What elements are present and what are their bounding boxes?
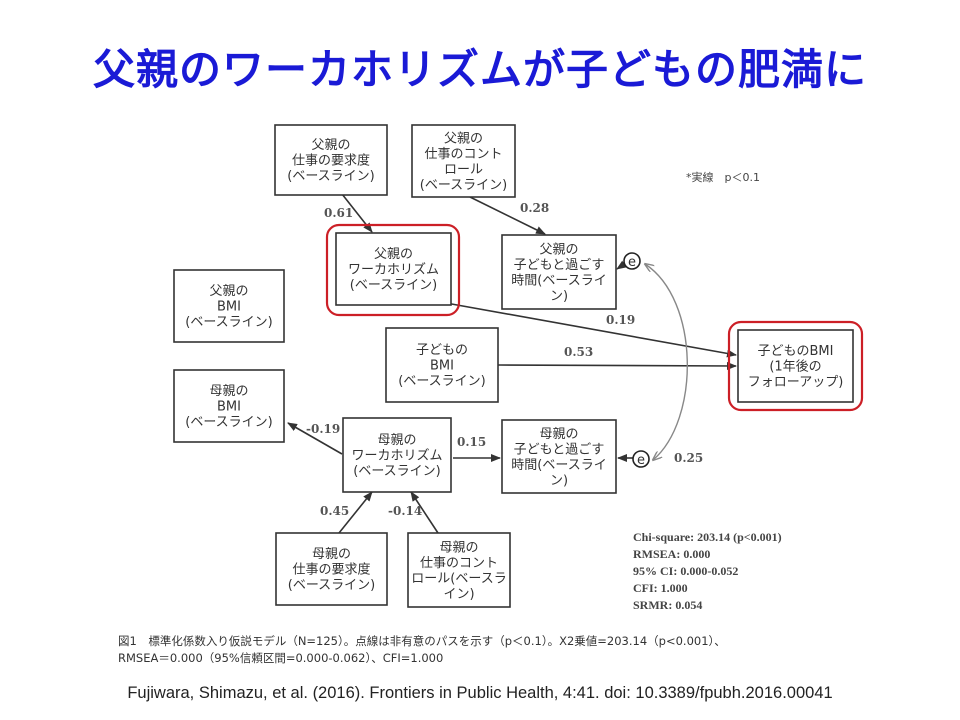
error-label: e [628,255,636,270]
coef-father-workaholism: 0.19 [606,313,635,327]
node-label-line: 母親の [539,427,578,442]
node-label-line: (ベースライン) [185,315,273,330]
error-mother-time: e [632,450,650,468]
node-label-line: ン) [550,473,568,488]
error-label: e [637,453,645,468]
node-label-line: 仕事の要求度 [292,153,370,169]
node-label-line: (ベースライン) [185,415,273,430]
node-label-line: (ベースライン) [287,169,375,184]
path-child-bmi-base-to-follow [497,361,737,370]
coef-mother-control: -0.14 [388,504,422,518]
node-label-line: 仕事のコント [424,147,502,162]
node-label-line: ロール(ベースラ [411,571,506,586]
fit-cfi: CFI: 1.000 [633,581,688,595]
node-label-line: (ベースライン) [420,178,508,193]
node-label-line: ン) [550,289,568,304]
node-label-line: 父親の [539,242,578,257]
node-label-line: ロール [444,162,483,177]
node-label-line: ワーカホリズム [348,262,439,278]
highlight-father-workaholism [325,223,461,317]
node-box [275,532,388,606]
error-father-time: e [623,252,641,270]
path-mother-control-to-workaholism [410,491,439,534]
path-father-workaholism-to-child-bmi [445,302,737,358]
node-father-workaholism: 父親のワーカホリズム(ベースライン) [335,232,452,306]
fit-statistics: Chi-square: 203.14 (p<0.001) RMSEA: 0.00… [633,530,782,612]
coef-mother-time: 0.15 [457,435,486,449]
node-label-line: (1年後の [769,360,821,375]
node-label-line: BMI [217,300,241,315]
node-box [385,327,499,403]
nodes-layer: 父親の仕事の要求度(ベースライン)父親の仕事のコントロール(ベースライン)父親の… [173,124,854,608]
coef-father-control: 0.28 [520,201,549,215]
node-label-line: フォローアップ) [748,375,844,390]
slide-title: 父親のワーカホリズムが子どもの肥満に [92,45,867,94]
node-box [173,369,285,443]
fit-chi-square: Chi-square: 203.14 (p<0.001) [633,530,782,544]
node-label-line: 父親の [374,247,413,262]
caption-line-1: 図1 標準化係数入り仮説モデル（N=125）。点線は非有意のパスを示す（p＜0.… [118,634,726,648]
node-label-line: 時間(ベースライ [511,458,606,473]
node-label-line: 父親の [444,131,483,146]
node-label-line: 子どもと過ごす [514,441,605,457]
coef-child-bmi-base: 0.53 [564,345,593,359]
node-label-line: 子どもと過ごす [514,257,605,273]
node-label-line: 父親の [209,284,248,299]
fit-srmr: SRMR: 0.054 [633,598,702,612]
path-father-control-to-time [469,196,546,235]
node-label-line: (ベースライン) [288,578,376,593]
node-label-line: 仕事のコント [420,556,498,571]
node-label-line: (ベースライン) [353,464,441,479]
coef-mother-bmi: -0.19 [306,422,340,436]
caption-line-2: RMSEA＝0.000（95%信頼区間=0.000-0.062）、CFI=1.0… [118,651,444,665]
node-box [407,532,511,608]
node-label-line: 母親の [377,433,416,448]
node-box [501,234,617,310]
node-box [342,417,452,493]
node-label-line: ワーカホリズム [351,448,442,464]
node-label-line: 母親の [209,384,248,399]
fit-rmsea: RMSEA: 0.000 [633,547,710,561]
path-mother-demand-to-workaholism [338,491,373,534]
node-box [737,329,854,403]
node-label-line: 時間(ベースライ [511,273,606,288]
node-label-line: BMI [430,359,454,374]
node-label-line: 父親の [311,138,350,153]
node-box [501,419,617,494]
fit-ci: 95% CI: 0.000-0.052 [633,564,738,578]
figure-caption: 図1 標準化係数入り仮説モデル（N=125）。点線は非有意のパスを示す（p＜0.… [118,633,726,667]
node-box [335,232,452,306]
citation: Fujiwara, Shimazu, et al. (2016). Fronti… [127,684,833,702]
node-label-line: 子どもの [416,343,468,358]
highlight-child-bmi-follow [727,320,864,412]
path-mother-workaholism-to-mother-bmi [287,422,343,455]
coef-father-demand: 0.61 [324,206,353,220]
node-label-line: 子どものBMI [758,344,834,359]
node-box [274,124,388,196]
node-label-line: 母親の [439,540,478,555]
node-child-bmi-base: 子どものBMI(ベースライン) [385,327,499,403]
coef-covariance: 0.25 [674,451,703,465]
node-label-line: 母親の [312,547,351,562]
node-box [411,124,516,198]
significance-note: *実線 p＜0.1 [686,170,760,184]
node-label-line: 仕事の要求度 [292,562,370,578]
node-label-line: (ベースライン) [350,278,438,293]
node-label-line: (ベースライン) [398,374,486,389]
node-label-line: BMI [217,400,241,415]
node-box [173,269,285,343]
coef-mother-demand: 0.45 [320,504,349,518]
covariance-curve [645,264,688,460]
node-label-line: イン) [443,587,474,602]
